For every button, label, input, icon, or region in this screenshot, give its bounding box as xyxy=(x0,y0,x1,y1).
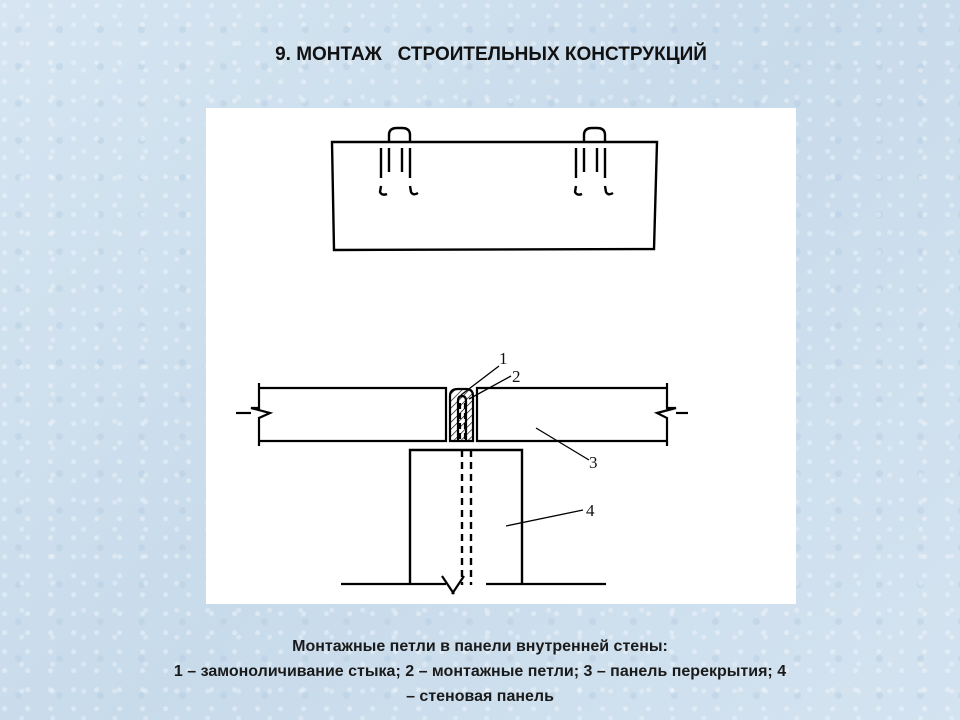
caption-line-2: 1 – замоноличивание стыка; 2 – монтажные… xyxy=(173,663,787,680)
wall-panel-elevation xyxy=(330,140,659,252)
caption-line-1: Монтажные петли в панели внутренней стен… xyxy=(292,638,668,655)
caption-line-3: – стеновая панель xyxy=(406,688,554,705)
construction-drawing: 1 2 3 4 xyxy=(206,108,796,604)
floor-slab-left xyxy=(236,383,448,446)
mounting-loop-right xyxy=(573,126,614,196)
figure-caption: Монтажные петли в панели внутренней стен… xyxy=(60,634,900,709)
wall-panel-section xyxy=(408,448,524,585)
leader-lines xyxy=(460,365,590,527)
mounting-loop-left xyxy=(378,126,419,196)
floor-slab-right xyxy=(475,383,688,446)
label-4: 4 xyxy=(586,501,595,520)
label-1: 1 xyxy=(499,349,508,368)
joint-grout xyxy=(448,387,475,443)
joint-mounting-loops xyxy=(456,394,468,441)
foundation-line xyxy=(341,575,606,595)
label-3: 3 xyxy=(589,453,598,472)
label-2: 2 xyxy=(512,367,521,386)
slide-title: 9. МОНТАЖ СТРОИТЕЛЬНЫХ КОНСТРУКЦИЙ xyxy=(275,44,707,65)
